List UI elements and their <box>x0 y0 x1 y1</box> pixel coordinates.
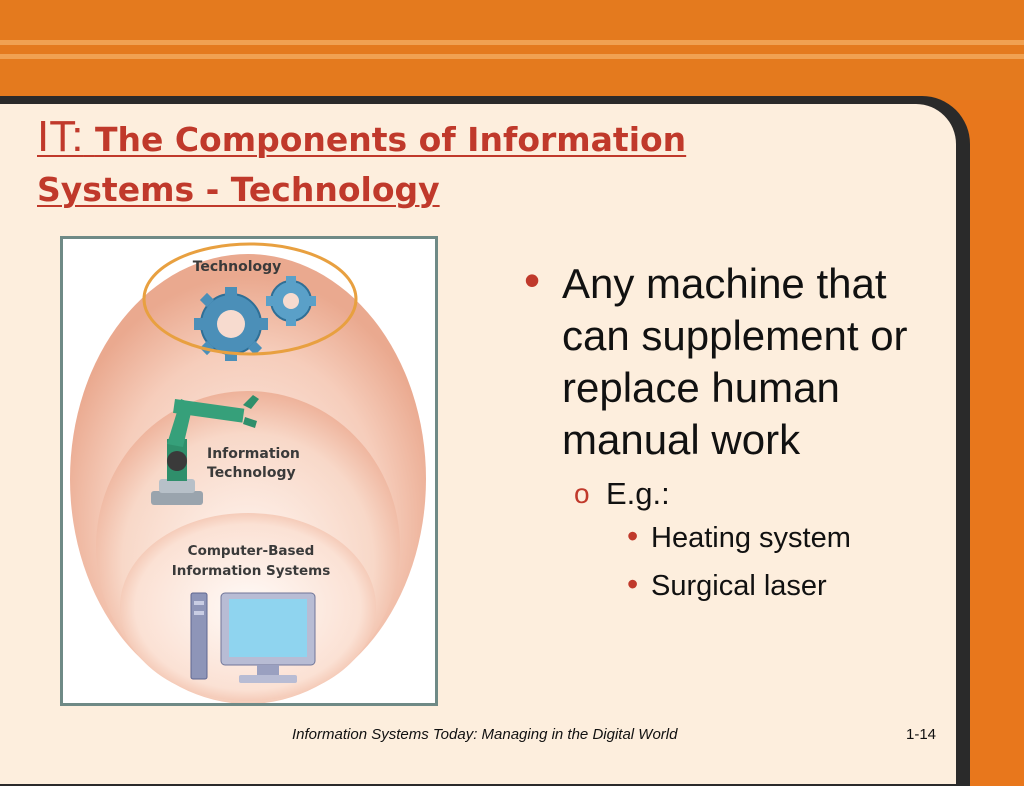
decorative-stripe <box>0 54 1024 59</box>
bullet-dot-icon: • <box>524 254 541 306</box>
label-information-systems: Information Systems <box>172 563 331 579</box>
bullet-example: • Heating system <box>627 514 944 562</box>
label-computer-based: Computer-Based <box>188 543 315 559</box>
title-prefix: IT: <box>37 112 84 161</box>
bullet-dot-icon: • <box>627 518 639 554</box>
decorative-stripe <box>0 40 1024 45</box>
bullet-circle-icon: o <box>574 478 590 509</box>
label-information: Information <box>207 446 300 462</box>
bullet-dot-icon: • <box>627 566 639 602</box>
bullet-example-text: Heating system <box>651 522 851 554</box>
label-technology-2: Technology <box>207 465 296 481</box>
bullet-main-text: Any machine that can supplement or repla… <box>562 260 908 463</box>
nested-components-diagram: Technology Information Technology Comput… <box>70 242 426 703</box>
label-technology: Technology <box>193 259 282 275</box>
slide-footer: Information Systems Today: Managing in t… <box>292 726 678 743</box>
computer-icon <box>190 592 316 683</box>
page-number: 1-14 <box>906 726 937 743</box>
slide-title: IT: The Components of Information System… <box>37 112 797 215</box>
bullet-list: • Any machine that can supplement or repl… <box>524 254 944 610</box>
robot-arm-icon <box>151 395 259 505</box>
highlight-circle <box>142 242 358 356</box>
bullet-main: • Any machine that can supplement or repl… <box>524 254 944 466</box>
bullet-sub-text: E.g.: <box>606 476 670 511</box>
diagram-frame: Technology Information Technology Comput… <box>60 236 438 706</box>
title-text: The Components of Information Systems - … <box>37 120 687 209</box>
bullet-example: • Surgical laser <box>627 562 944 610</box>
bullet-example-text: Surgical laser <box>651 570 827 602</box>
top-band <box>0 0 1024 100</box>
bullet-sub: o E.g.: <box>574 474 944 514</box>
